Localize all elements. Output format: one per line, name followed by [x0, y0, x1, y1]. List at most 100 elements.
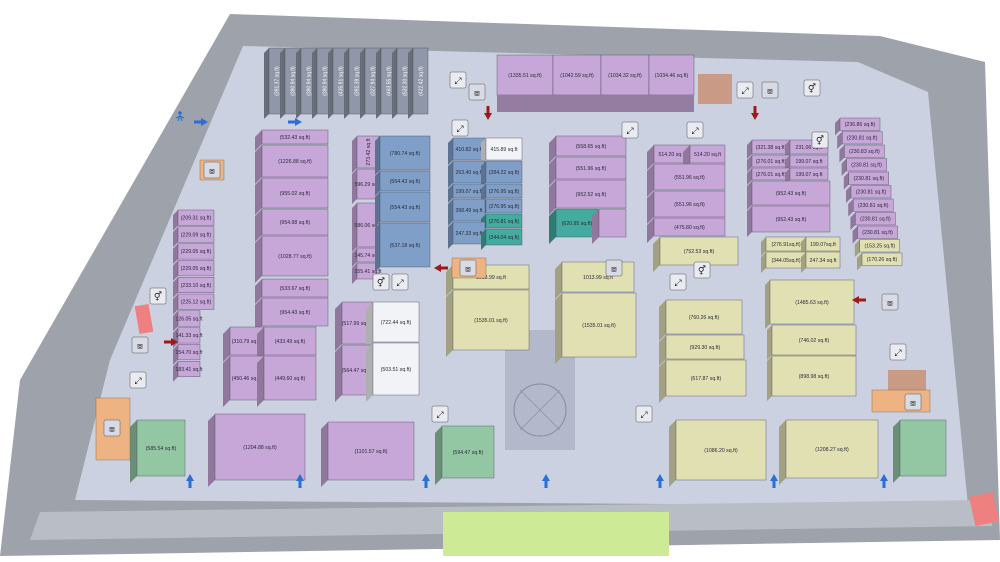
bottom-unit-4[interactable]: (594.47 sq.ft) [435, 425, 495, 485]
block5-unit-9[interactable]: (617.87 sq.ft) [659, 359, 747, 403]
bottom-unit-1[interactable]: (585.54 sq.ft) [130, 419, 186, 483]
block2-blue-unit-1[interactable]: (780.74 sq.ft) [375, 135, 431, 175]
block6-unit-8[interactable]: (952.43 sq.ft) [747, 205, 831, 237]
top-retail-unit-2-face [552, 54, 602, 96]
block4-unit-4[interactable]: (620.95 sq.ft) [549, 208, 599, 244]
block2-lower-unit-2-face [372, 301, 420, 343]
bottom-unit-3[interactable]: (1101.57 sq.ft) [321, 421, 415, 487]
block5-unit-3[interactable]: (551.96 sq.ft) [647, 163, 726, 197]
block5-unit-8[interactable]: (929.30 sq.ft) [659, 334, 745, 366]
top-retail-unit-4-face [648, 54, 695, 96]
block2-blue-unit-2[interactable]: (554.43 sq.ft) [375, 170, 431, 196]
block6-unit-14[interactable]: (746.02 sq.ft) [767, 324, 857, 360]
block6-unit-1[interactable]: (321.38 sq.ft) [747, 139, 791, 159]
east-stack-unit-9[interactable]: (230.81 sq.ft) [852, 225, 898, 244]
west-stack-unit-7[interactable]: 126.05 sq.ft [173, 310, 203, 332]
west-stack-unit-5[interactable]: (233.10 sq.ft) [173, 277, 215, 298]
top-retail-unit-4[interactable]: (1034.46 sq.ft) [648, 54, 695, 96]
east-stack-unit-8[interactable]: (230.81 sq.ft) [850, 212, 896, 231]
block3-unit-5[interactable]: 199.07 sq.ft [448, 183, 486, 203]
block4-unit-1[interactable]: (558.65 sq.ft) [549, 135, 627, 163]
block4-unit-3[interactable]: (952.52 sq.ft) [549, 179, 627, 215]
west-stack-unit-2[interactable]: (229.09 sq.ft) [173, 226, 215, 248]
block1-pair-unit-2[interactable]: (433.49 sq.ft) [257, 326, 317, 362]
block1-unit-4[interactable]: (954.98 sq.ft) [255, 208, 329, 242]
block6-unit-8-label: (952.43 sq.ft) [776, 217, 807, 223]
block6-unit-7[interactable]: (952.43 sq.ft) [747, 180, 831, 210]
block2-blue-unit-3[interactable]: (554.43 sq.ft) [375, 191, 431, 227]
top-retail-unit-3[interactable]: (1034.32 sq.ft) [600, 54, 650, 96]
block6-unit-9[interactable]: (276.91sq.ft) [761, 236, 807, 256]
block5-unit-5[interactable]: (475.80 sq.ft) [647, 217, 726, 243]
block2-narrow-unit-4[interactable]: 145.74 sq.ft [352, 247, 382, 267]
entrance-arrow-icon-3 [422, 474, 430, 488]
west-stack-unit-10[interactable]: 183.41 sq.ft [173, 361, 203, 382]
east-stack-unit-6[interactable]: (230.81 sq.ft) [846, 185, 892, 204]
block1-unit-3[interactable]: (955.02 sq.ft) [255, 177, 329, 215]
bottom-unit-2[interactable]: (1204.88 sq.ft) [208, 413, 306, 487]
svg-text:⤢: ⤢ [625, 127, 633, 137]
block1-unit-2[interactable]: (1226.88 sq.ft) [255, 144, 329, 184]
block2-lower-unit-4[interactable]: (503.51 sq.ft) [366, 342, 420, 402]
block5-unit-6[interactable]: (752.53 sq.ft) [653, 236, 739, 272]
east-stack-unit-1[interactable]: (236.86 sq.ft) [835, 117, 881, 136]
block4-unit-spare[interactable] [592, 208, 627, 244]
block5-unit-1[interactable]: 514.20 sq.ft [647, 144, 691, 170]
block6-unit-6-face [789, 167, 829, 181]
block3-unit-3[interactable]: 263.40 sq.ft [448, 160, 486, 188]
block6-unit-11[interactable]: (344.05sq.ft) [761, 251, 807, 273]
bottom-unit-anchor-east[interactable] [893, 419, 947, 483]
block5-unit-7[interactable]: (760.26 sq.ft) [659, 299, 743, 341]
east-stack-unit-10[interactable]: (153.25 sq.ft) [854, 239, 900, 258]
block6-unit-15[interactable]: (898.98 sq.ft) [767, 355, 857, 401]
block1-unit-5[interactable]: (1028.77 sq.ft) [255, 235, 329, 283]
west-stack-unit-6[interactable]: (225.12 sq.ft) [173, 293, 215, 315]
block3-food-unit-2[interactable]: (1535.01 sq.ft) [446, 289, 530, 357]
east-stack-unit-3[interactable]: (230.83 sq.ft) [839, 144, 885, 163]
east-stack-unit-4[interactable]: (230.81 sq.ft) [841, 158, 887, 177]
block6-unit-4[interactable]: 199.07 sq.ft [785, 154, 829, 172]
west-stack-unit-10-label: 183.41 sq.ft [175, 367, 203, 373]
west-stack-unit-3[interactable]: (229.05 sq.ft) [173, 243, 215, 265]
svg-text:⧈: ⧈ [611, 265, 617, 275]
block6-unit-12[interactable]: 247.34 sq.ft [801, 251, 841, 273]
block1-unit-1-face [261, 129, 329, 145]
east-stack-unit-5[interactable]: (230.81 sq.ft) [843, 171, 889, 190]
block6-unit-10[interactable]: 199.07sq.ft [801, 236, 841, 256]
top-retail-unit-1[interactable]: (1335.51 sq.ft) [496, 54, 554, 96]
east-stack-unit-7[interactable]: (230.81 sq.ft) [848, 198, 894, 217]
block1-unit-1[interactable]: (532.43 sq.ft) [255, 129, 329, 151]
block1-unit-7[interactable]: (954.43 sq.ft) [255, 297, 329, 333]
block2-narrow-unit-1[interactable]: 273.42 sq.ft [352, 135, 380, 173]
block2-narrow-unit-3[interactable]: 586.06 sq.ft [352, 202, 382, 252]
block5-unit-4[interactable]: (551.96 sq.ft) [647, 190, 726, 224]
block1-pair-unit-4[interactable]: (449.60 sq.ft) [257, 355, 317, 407]
block4-unit-6[interactable]: (1535.01 sq.ft) [555, 292, 637, 364]
block6-unit-13[interactable]: (1485.63 sq.ft) [765, 279, 855, 329]
east-stack-unit-2[interactable]: (230.81 sq.ft) [837, 131, 883, 150]
block3-unit-6[interactable]: (276.95 sq.ft) [481, 183, 523, 203]
block5-unit-2[interactable]: 514.20 sq.ft [683, 144, 726, 170]
block2-lower-unit-2[interactable]: (722.44 sq.ft) [366, 301, 420, 349]
block3-unit-11[interactable]: (344.04 sq.ft) [481, 228, 523, 250]
block6-unit-4-label: 199.07 sq.ft [795, 159, 823, 165]
east-stack-unit-11[interactable]: (170.26 sq.ft) [857, 252, 903, 271]
west-stack-unit-9[interactable]: 154.70 sq.ft [173, 344, 203, 365]
block3-unit-10[interactable]: 247.33 sq.ft [448, 221, 486, 249]
block3-unit-4[interactable]: (384.22 sq.ft) [481, 160, 523, 188]
slate-unit-10[interactable]: (422.42 sq.ft) [408, 47, 429, 119]
block3-unit-2[interactable]: 415.89 sq.ft [481, 137, 523, 165]
bottom-unit-6[interactable]: (1208.27 sq.ft) [779, 419, 879, 485]
west-stack-unit-1[interactable]: (209.31 sq.ft) [173, 209, 215, 231]
block6-unit-5[interactable]: (276.01 sq.ft) [747, 167, 791, 185]
block1-unit-6[interactable]: (533.67 sq.ft) [255, 278, 329, 304]
bottom-unit-5[interactable]: (1086.20 sq.ft) [669, 419, 767, 487]
block6-unit-3[interactable]: (276.01 sq.ft) [747, 154, 791, 172]
block2-narrow-unit-2[interactable]: 596.29 sq.ft [352, 168, 382, 204]
block2-blue-unit-4[interactable]: (537.18 sq.ft) [375, 222, 431, 272]
block3-unit-8[interactable]: 398.49 sq.ft [448, 198, 486, 226]
west-stack-unit-4[interactable]: (229.05 sq.ft) [173, 260, 215, 281]
block4-unit-2[interactable]: (551.96 sq.ft) [549, 156, 627, 186]
top-retail-unit-2[interactable]: (1042.59 sq.ft) [552, 54, 602, 96]
block6-unit-6[interactable]: 199.07 sq.ft [785, 167, 829, 185]
